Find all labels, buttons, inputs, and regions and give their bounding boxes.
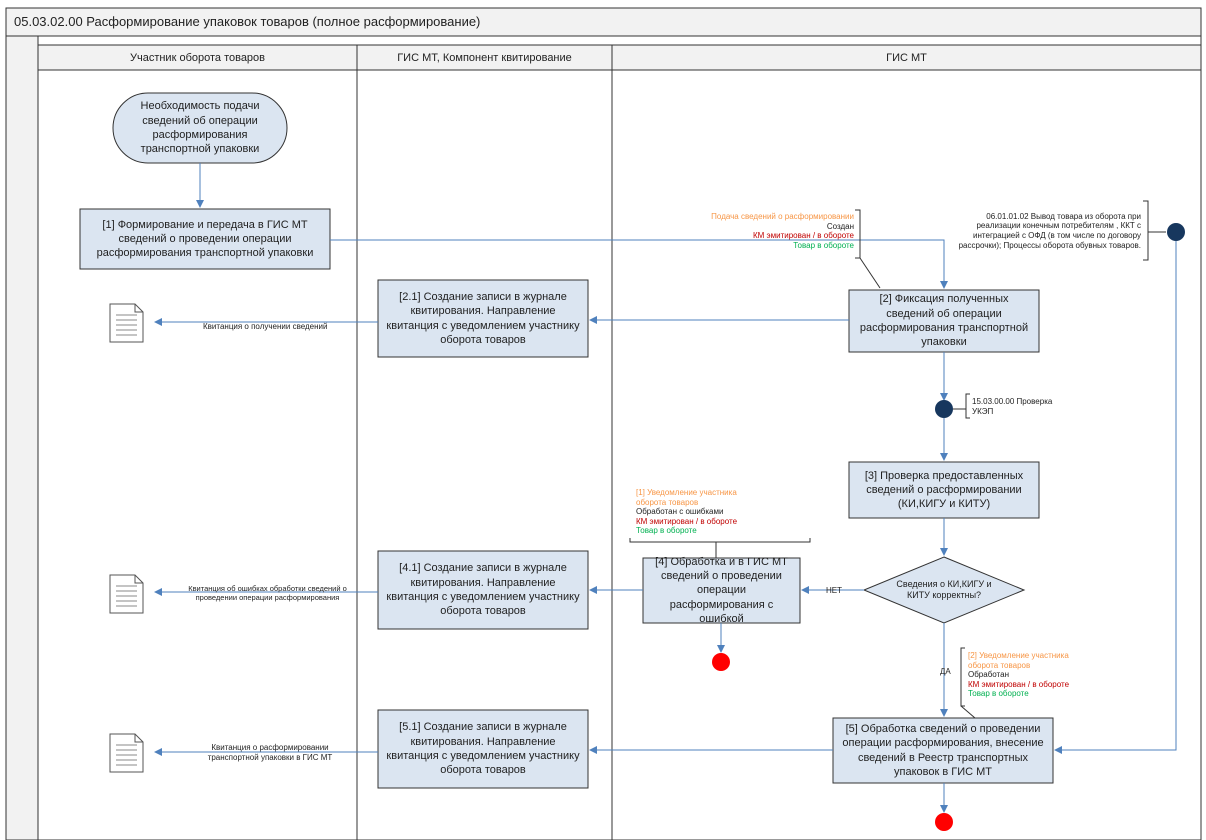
- receipt-label-1: Квитанция о получении сведений: [203, 322, 328, 331]
- task-3: [848, 461, 1040, 519]
- task-5: [832, 717, 1054, 784]
- status-annotation-submit: Подача сведений о расформировании Создан…: [711, 212, 854, 250]
- annotation-bracket: [855, 209, 861, 259]
- decision-label: Сведения о КИ,КИГУ и КИТУ корректны?: [896, 579, 992, 600]
- task-5-1: [377, 709, 589, 789]
- lane-header-band: [37, 44, 1202, 71]
- link-event-node: [1167, 223, 1185, 241]
- task-2-1-label: [2.1] Создание записи в журнале квитиров…: [386, 290, 580, 346]
- end-event-error: [712, 653, 730, 671]
- receipt-label-4: Квитанция об ошибках обработки сведений …: [188, 584, 347, 602]
- flow-label-no: НЕТ: [826, 586, 842, 595]
- flow: [1054, 241, 1177, 754]
- link-annotation: 06.01.01.02 Вывод товара из оборота при …: [958, 211, 1141, 250]
- task-3-label: [3] Проверка предоставленных сведений о …: [864, 469, 1024, 511]
- task-1-label: [1] Формирование и передача в ГИС МТ све…: [96, 218, 314, 260]
- document-icon: [109, 303, 144, 343]
- diagram-title: 05.03.02.00 Расформирование упаковок тов…: [14, 14, 481, 29]
- lane-header-participant: Участник оборота товаров: [129, 51, 266, 64]
- task-2-label: [2] Фиксация полученных сведений об опер…: [859, 293, 1029, 349]
- task-5-1-label: [5.1] Создание записи в журнале квитиров…: [386, 721, 580, 777]
- annotation-bracket: [965, 393, 970, 419]
- start-event-label: Необходимость подачи сведений об операци…: [140, 100, 260, 156]
- title-bar: [5, 7, 1202, 37]
- lane-header-ack-component: ГИС МТ, Компонент квитирование: [397, 51, 572, 64]
- document-icon: [109, 574, 144, 614]
- lane-header-gis-mt: ГИС МТ: [886, 51, 927, 64]
- status-annotation-ok: [2] Уведомление участника оборота товаро…: [968, 651, 1070, 699]
- task-4-label: [4] Обработка и в ГИС МТ сведений о пров…: [655, 555, 788, 625]
- ukep-check-node: [935, 400, 953, 418]
- pool-strip: [5, 35, 39, 840]
- annotation-bracket: [629, 538, 811, 543]
- task-2: [848, 289, 1040, 353]
- ukep-annotation: 15.03.00.00 Проверка УКЭП: [972, 397, 1053, 416]
- task-1: [79, 208, 331, 270]
- annotation-bracket: [960, 647, 965, 707]
- task-4: [642, 557, 801, 624]
- annotation-bracket: [1143, 200, 1149, 261]
- receipt-label-5: Квитанция о расформировании транспортной…: [207, 743, 333, 762]
- task-5-label: [5] Обработка сведений о проведении опер…: [842, 722, 1044, 778]
- document-icon: [109, 733, 144, 773]
- end-event: [935, 813, 953, 831]
- task-4-1: [377, 550, 589, 630]
- task-4-1-label: [4.1] Создание записи в журнале квитиров…: [386, 562, 580, 618]
- flow: [330, 239, 948, 289]
- status-annotation-error: [1] Уведомление участника оборота товаро…: [636, 488, 738, 536]
- flow-label-yes: ДА: [940, 667, 951, 676]
- task-2-1: [377, 279, 589, 358]
